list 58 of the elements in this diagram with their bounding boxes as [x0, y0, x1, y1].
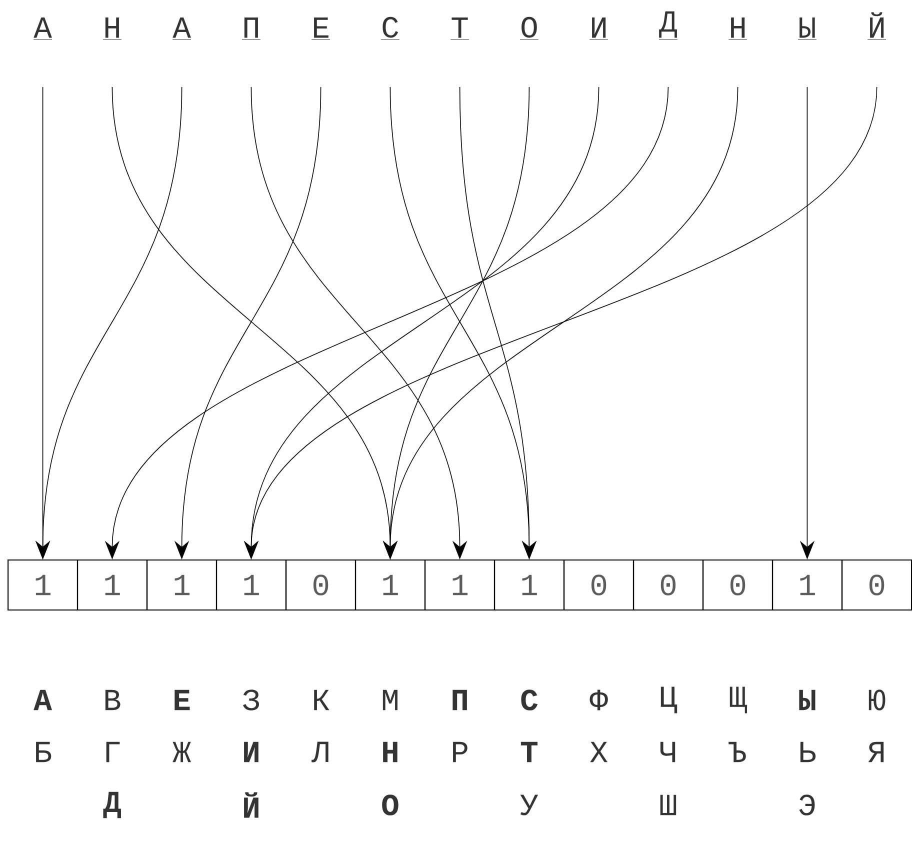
underlined-letter: А — [172, 18, 192, 40]
underlined-letter: А — [33, 18, 52, 40]
letter: Ш — [660, 794, 676, 816]
underlined-letter: Й — [867, 12, 886, 40]
underlined-letter: Т — [450, 18, 470, 40]
underlined-letter: Ы — [798, 18, 817, 40]
letter: В — [105, 690, 120, 710]
bit-cell: 0 — [632, 559, 704, 611]
letter: З — [243, 690, 260, 710]
letter: И — [244, 742, 258, 762]
letter: Ъ — [728, 742, 746, 762]
letter: Я — [868, 742, 884, 762]
bit-cell: 0 — [286, 559, 356, 611]
bit-cell: 1 — [146, 559, 218, 611]
letter: У — [520, 794, 538, 816]
underlined-letter: И — [589, 18, 608, 40]
letter: Ц — [660, 686, 678, 714]
letter: О — [382, 794, 398, 816]
underlined-letter: О — [520, 16, 539, 40]
bit-cell: 1 — [354, 559, 426, 611]
letter: Х — [590, 742, 608, 762]
letter: А — [34, 690, 52, 710]
underlined-letter: П — [242, 18, 261, 40]
letter: Ч — [660, 742, 676, 762]
underlined-letter: Е — [311, 18, 330, 40]
letter: Ю — [868, 690, 886, 710]
letter: П — [452, 690, 467, 710]
letter: Н — [383, 742, 398, 762]
bit-cell: 1 — [772, 559, 842, 611]
underlined-letter: Н — [102, 18, 122, 40]
bit-cell: 1 — [8, 559, 78, 611]
letter: Э — [799, 794, 815, 816]
letter: Т — [520, 742, 538, 762]
bit-cell: 1 — [76, 559, 148, 611]
underlined-letter: Д — [658, 11, 678, 40]
bit-cell: 0 — [702, 559, 774, 611]
letter: Д — [103, 792, 121, 818]
letter: Ф — [590, 690, 608, 710]
letter: Б — [36, 742, 52, 762]
letter: Г — [106, 742, 120, 762]
letter: Е — [174, 690, 190, 710]
bit-cell: 0 — [564, 559, 634, 611]
letter: Л — [312, 742, 328, 762]
letter: Й — [244, 792, 258, 818]
letter: М — [382, 690, 398, 710]
letter: С — [521, 690, 538, 710]
bit-cell: 1 — [494, 559, 564, 611]
letter: Р — [453, 742, 468, 762]
bit-cell: 0 — [842, 559, 912, 611]
letter: Ы — [799, 690, 816, 710]
underlined-letter: С — [380, 16, 400, 40]
bit-cell: 1 — [424, 559, 496, 611]
bit-cell: 1 — [216, 559, 286, 611]
letter: Ж — [172, 742, 191, 762]
letter: К — [314, 690, 330, 710]
underlined-letter: Н — [728, 18, 748, 40]
letter: Ь — [800, 742, 816, 762]
letter: Щ — [730, 686, 748, 714]
